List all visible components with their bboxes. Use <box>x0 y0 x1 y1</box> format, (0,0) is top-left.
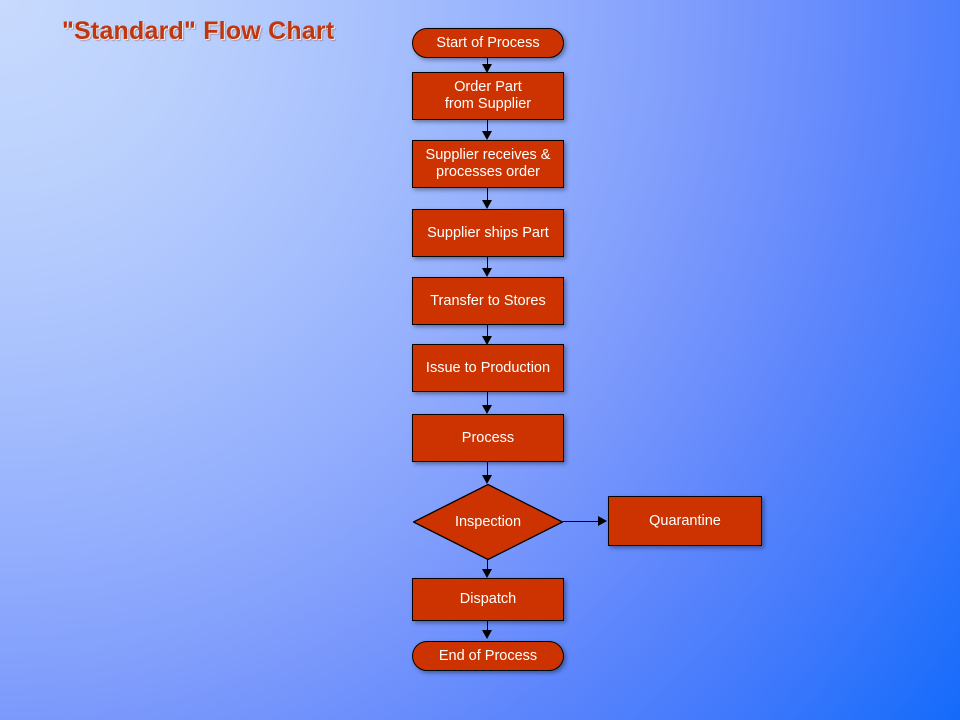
edge-process-to-inspection-arrowhead-icon <box>482 475 492 484</box>
node-end[interactable]: End of Process <box>412 641 564 671</box>
node-inspection[interactable]: Inspection <box>413 484 563 560</box>
node-supplier-ships-label: Supplier ships Part <box>427 224 549 241</box>
edge-process-to-inspection <box>487 462 488 478</box>
node-quarantine[interactable]: Quarantine <box>608 496 762 546</box>
edge-start-to-order-arrowhead-icon <box>482 64 492 73</box>
edge-ships-to-transfer-arrowhead-icon <box>482 268 492 277</box>
edge-start-to-order <box>487 58 488 68</box>
edge-issue-to-process-arrowhead-icon <box>482 405 492 414</box>
edge-order-to-receives-arrowhead-icon <box>482 131 492 140</box>
node-start[interactable]: Start of Process <box>412 28 564 58</box>
edge-dispatch-to-end-arrowhead-icon <box>482 630 492 639</box>
node-inspection-label: Inspection <box>454 513 522 530</box>
page-title: "Standard" Flow Chart <box>62 17 335 45</box>
node-issue-to-production-label: Issue to Production <box>425 359 551 376</box>
edge-transfer-to-issue <box>487 325 488 339</box>
edge-inspection-to-dispatch-arrowhead-icon <box>482 569 492 578</box>
node-quarantine-label: Quarantine <box>649 512 721 529</box>
node-start-label: Start of Process <box>436 34 540 51</box>
edge-inspection-to-quarantine <box>563 521 601 522</box>
node-order-part[interactable]: Order Part from Supplier <box>412 72 564 120</box>
node-transfer-to-stores-label: Transfer to Stores <box>430 292 546 309</box>
node-end-label: End of Process <box>438 647 538 664</box>
node-supplier-receives-label: Supplier receives & processes order <box>425 147 551 180</box>
node-transfer-to-stores[interactable]: Transfer to Stores <box>412 277 564 325</box>
node-supplier-ships[interactable]: Supplier ships Part <box>412 209 564 257</box>
node-process[interactable]: Process <box>412 414 564 462</box>
edge-inspection-to-quarantine-arrowhead-icon <box>598 516 607 526</box>
node-supplier-receives[interactable]: Supplier receives & processes order <box>412 140 564 188</box>
edge-receives-to-ships <box>487 188 488 202</box>
edge-receives-to-ships-arrowhead-icon <box>482 200 492 209</box>
node-order-part-label: Order Part from Supplier <box>444 79 532 112</box>
node-dispatch[interactable]: Dispatch <box>412 578 564 621</box>
edge-order-to-receives <box>487 120 488 133</box>
node-issue-to-production[interactable]: Issue to Production <box>412 344 564 392</box>
edge-issue-to-process <box>487 392 488 408</box>
edge-ships-to-transfer <box>487 257 488 271</box>
edge-dispatch-to-end <box>487 621 488 633</box>
edge-inspection-to-dispatch <box>487 560 488 572</box>
diamond-outline-icon <box>413 484 563 560</box>
node-process-label: Process <box>461 429 515 446</box>
edge-transfer-to-issue-arrowhead-icon <box>482 336 492 345</box>
node-dispatch-label: Dispatch <box>459 591 517 607</box>
